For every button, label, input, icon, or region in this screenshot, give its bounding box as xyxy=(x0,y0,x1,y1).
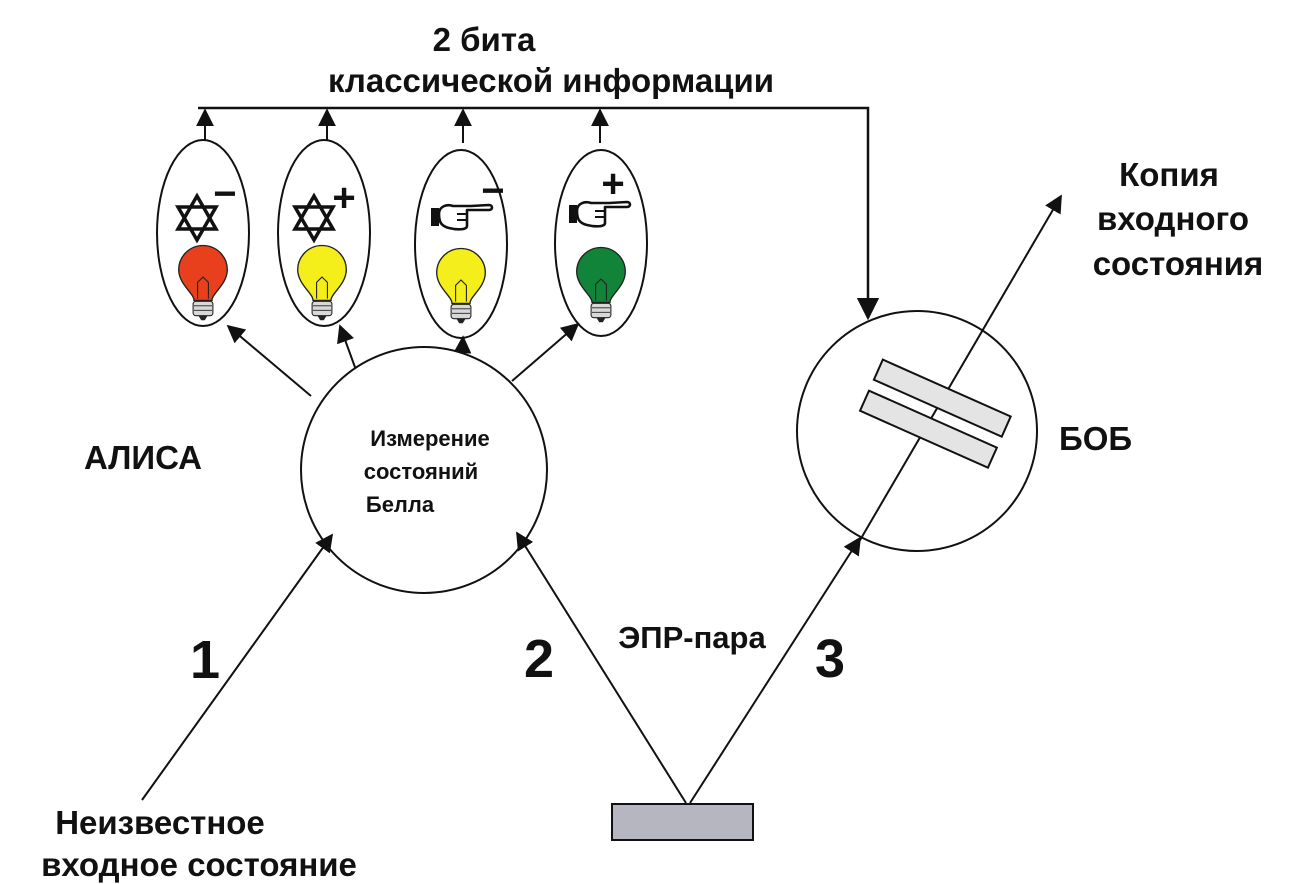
path-number-3: 3 xyxy=(815,629,845,689)
epr-source xyxy=(611,803,754,841)
copy-line1: Копия xyxy=(1119,156,1219,193)
bob-label: БОБ xyxy=(1059,420,1132,457)
classical-info-channel xyxy=(196,106,880,321)
measure-line3: Белла xyxy=(366,492,435,517)
input-line1: Неизвестное xyxy=(55,804,265,841)
path-number-2: 2 xyxy=(524,629,554,689)
outcome-1-sign: − xyxy=(213,172,236,216)
measurement-outcome-arrows xyxy=(226,322,580,397)
outcome-3: − xyxy=(414,149,508,339)
outcome-2: + xyxy=(277,139,371,327)
outcome-2-sign: + xyxy=(332,176,355,220)
path-number-1: 1 xyxy=(190,630,220,690)
copy-line3: состояния xyxy=(1093,245,1264,282)
measure-line1: Измерение xyxy=(370,426,489,451)
copy-line2: входного xyxy=(1097,200,1249,237)
outcome-4: + xyxy=(554,149,648,337)
bell-measurement: Измерение состояний Белла xyxy=(300,346,548,594)
header-line1: 2 бита xyxy=(433,21,536,58)
measure-line2: состояний xyxy=(364,459,478,484)
outcome-3-sign: − xyxy=(481,169,504,213)
outcome-1: − xyxy=(156,139,250,327)
optical-plates xyxy=(858,358,1013,470)
outcome-4-sign: + xyxy=(601,162,624,206)
input-paths xyxy=(141,531,861,804)
header-line2: классической информации xyxy=(328,62,774,99)
epr-pair-label: ЭПР-пара xyxy=(618,620,766,655)
input-line2: входное состояние xyxy=(41,846,357,883)
alice-label: АЛИСА xyxy=(84,439,202,476)
bob-station xyxy=(796,194,1062,552)
